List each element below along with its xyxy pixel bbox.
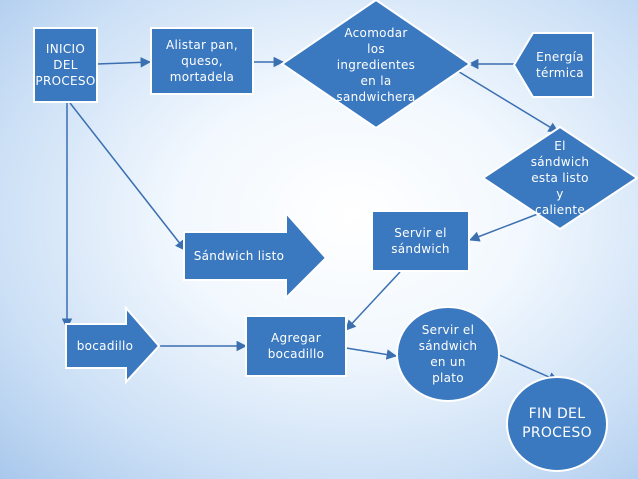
node-servirplato-shape — [396, 306, 500, 402]
node-fin-label: FIN DEL PROCESO — [522, 406, 592, 441]
node-alistar-shape — [150, 27, 254, 95]
node-bocadillo-label: bocadillo — [76, 339, 134, 353]
node-inicio-shape — [33, 27, 98, 103]
node-energia-shape — [512, 32, 594, 98]
connector-acomodar-listo — [455, 69, 559, 133]
connector-listo-servir — [469, 209, 549, 242]
node-acomodar-shape — [280, 0, 472, 130]
connector-agregar-servirplato — [345, 347, 398, 360]
connector-inicio-sandwichlisto — [69, 102, 186, 251]
node-energia-label: Energía térmica — [536, 50, 584, 80]
node-inicio-label: INICIO DEL PROCESO — [35, 42, 96, 88]
node-sandwichlisto-shape — [183, 210, 328, 301]
node-acomodar-label: Acomodar los ingredientes en la sandwich… — [336, 26, 416, 104]
node-alistar-label: Alistar pan, queso, mortadela — [166, 38, 238, 84]
connector-inicio-alistar — [96, 57, 152, 68]
node-listo-label: El sándwich esta listo y caliente — [530, 139, 590, 217]
node-listo-shape — [481, 125, 638, 231]
node-agregar-shape — [245, 315, 347, 377]
node-sandwichlisto-label: Sándwich listo — [193, 249, 285, 263]
connectors — [61, 56, 559, 382]
node-fin-shape — [506, 376, 608, 472]
node-bocadillo-shape — [65, 305, 161, 385]
connector-servirplato-fin — [496, 353, 559, 382]
nodes — [33, 0, 638, 472]
connector-servir-agregar — [345, 271, 401, 331]
node-servir-label: Servir el sándwich — [391, 226, 450, 256]
node-agregar-label: Agregar bocadillo — [267, 331, 325, 361]
node-servir-shape — [371, 210, 470, 272]
node-servirplato-label: Servir el sándwich en un plato — [418, 323, 478, 385]
